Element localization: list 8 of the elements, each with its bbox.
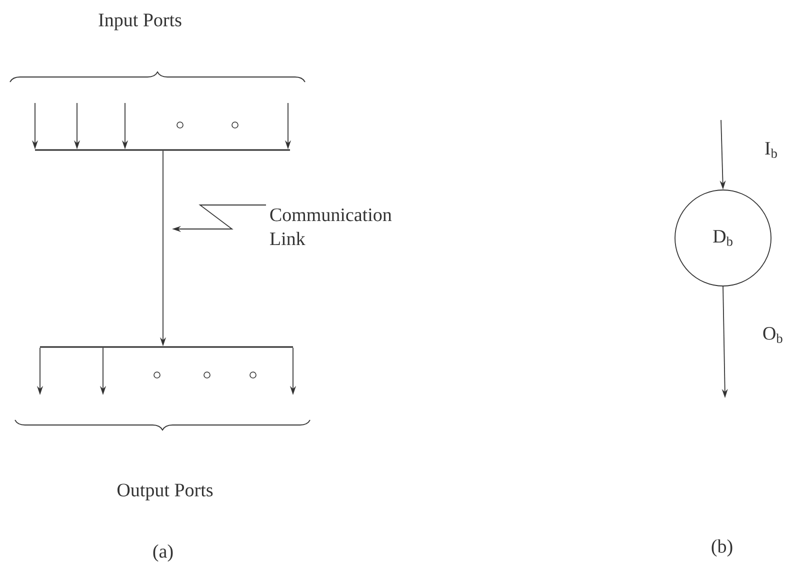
- caption-text: Input Ports: [98, 14, 182, 30]
- edge-label: O$_{b}$: [763, 327, 782, 343]
- circle-node: D$_{b}$: [674, 190, 772, 286]
- node-label: Communication Link: [270, 208, 392, 246]
- caption-text: (b): [712, 539, 732, 557]
- caption-text: Output Ports: [118, 484, 213, 500]
- edge-label: I$_{b}$: [765, 142, 777, 158]
- caption-text: (a): [153, 544, 173, 562]
